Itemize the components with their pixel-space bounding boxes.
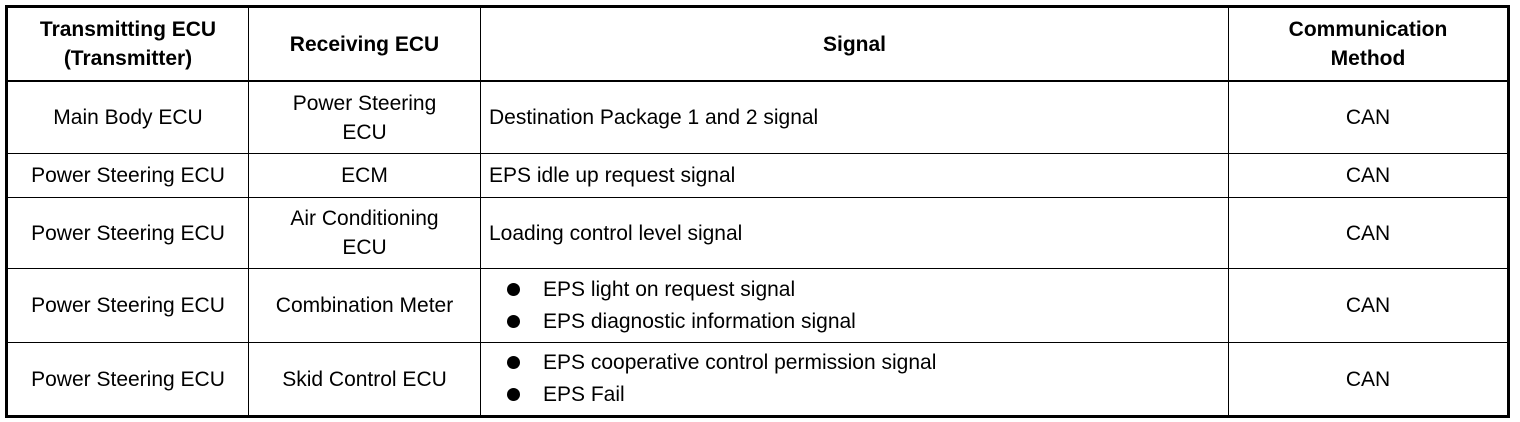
table-row: Power Steering ECU Skid Control ECU EPS … (6, 342, 1509, 417)
receiver-line: Power Steering (292, 91, 437, 115)
table-row: Power Steering ECU Combination Meter EPS… (6, 268, 1509, 343)
transmitter-cell: Power Steering ECU (6, 153, 249, 198)
header-receiving-line-1: Receiving ECU (289, 32, 440, 56)
method-cell: CAN (1228, 80, 1509, 154)
bullet-icon (507, 282, 520, 296)
ecu-communication-table: Transmitting ECU (Transmitter) Receiving… (5, 5, 1510, 418)
signal-bullet-text: EPS Fail (543, 383, 625, 406)
receiver-line: ECU (342, 120, 387, 144)
method-cell: CAN (1228, 153, 1509, 198)
receiver-cell: Combination Meter (248, 268, 481, 343)
bullet-icon (507, 356, 520, 369)
header-method-line-1: Communication (1288, 18, 1448, 41)
signal-cell: EPS light on request signal EPS diagnost… (480, 268, 1229, 343)
transmitter-cell: Main Body ECU (6, 80, 249, 154)
header-transmitting-line-1: Transmitting ECU (39, 18, 217, 41)
receiver-cell: Power Steering ECU (248, 80, 481, 154)
receiver-line: ECU (342, 236, 387, 259)
signal-bullet-item: EPS Fail (507, 379, 1222, 411)
method-cell: CAN (1228, 197, 1509, 269)
signal-bullet-item: EPS cooperative control permission signa… (507, 347, 1222, 379)
receiver-cell: Skid Control ECU (248, 342, 481, 417)
receiver-line: Combination Meter (275, 294, 454, 317)
signal-bullet-text: EPS diagnostic information signal (543, 309, 856, 333)
signal-bullet-list: EPS cooperative control permission signa… (489, 347, 1222, 411)
header-signal: Signal (480, 6, 1229, 82)
signal-bullet-text: EPS cooperative control permission signa… (543, 351, 937, 374)
receiver-cell: ECM (248, 153, 481, 198)
method-cell: CAN (1228, 268, 1509, 343)
receiver-line: ECM (341, 164, 388, 187)
table-header-row: Transmitting ECU (Transmitter) Receiving… (6, 6, 1509, 82)
header-method-line-2: Method (1330, 47, 1406, 70)
receiver-cell: Air Conditioning ECU (248, 197, 481, 269)
header-transmitting-ecu: Transmitting ECU (Transmitter) (6, 6, 249, 82)
transmitter-cell: Power Steering ECU (6, 342, 249, 417)
signal-cell: Loading control level signal (480, 197, 1229, 269)
bullet-icon (507, 314, 520, 328)
header-receiving-ecu: Receiving ECU (248, 6, 481, 82)
header-transmitting-line-2: (Transmitter) (63, 47, 193, 70)
header-communication-method: Communication Method (1228, 6, 1509, 82)
table-row: Power Steering ECU ECM EPS idle up reque… (6, 153, 1509, 198)
transmitter-cell: Power Steering ECU (6, 197, 249, 269)
signal-bullet-text: EPS light on request signal (543, 277, 796, 301)
signal-bullet-item: EPS diagnostic information signal (507, 306, 1222, 338)
transmitter-cell: Power Steering ECU (6, 268, 249, 343)
ecu-communication-table-wrapper: Transmitting ECU (Transmitter) Receiving… (5, 5, 1510, 418)
signal-bullet-item: EPS light on request signal (507, 274, 1222, 306)
bullet-icon (507, 388, 520, 401)
signal-cell: Destination Package 1 and 2 signal (480, 80, 1229, 154)
receiver-line: Skid Control ECU (282, 367, 447, 391)
table-row: Main Body ECU Power Steering ECU Destina… (6, 80, 1509, 154)
header-signal-line-1: Signal (822, 32, 886, 56)
signal-cell: EPS idle up request signal (480, 153, 1229, 198)
table-row: Power Steering ECU Air Conditioning ECU … (6, 197, 1509, 269)
signal-bullet-list: EPS light on request signal EPS diagnost… (489, 274, 1222, 338)
receiver-line: Air Conditioning (290, 207, 439, 230)
signal-cell: EPS cooperative control permission signa… (480, 342, 1229, 417)
method-cell: CAN (1228, 342, 1509, 417)
